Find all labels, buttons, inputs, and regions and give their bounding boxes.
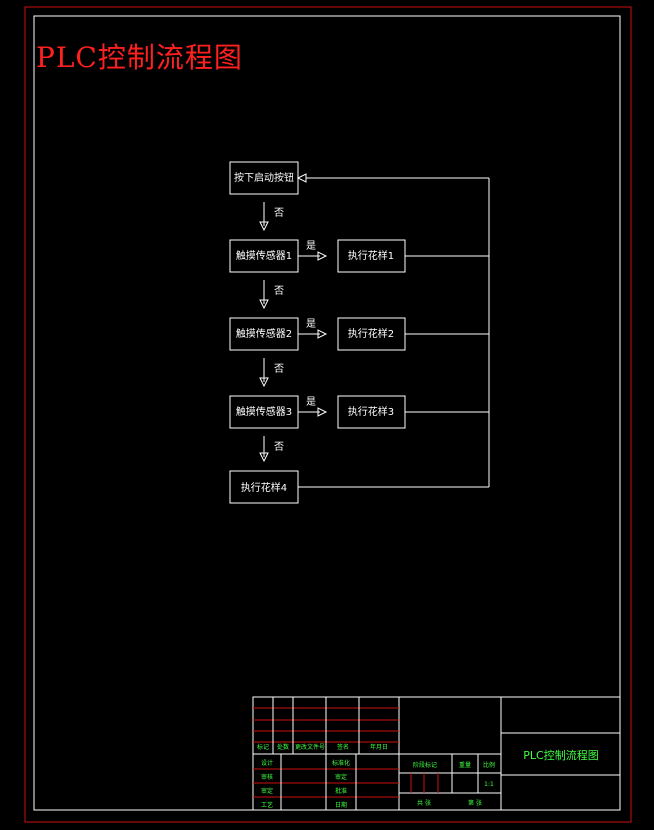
tb-label-date: 日期 bbox=[335, 801, 347, 809]
arrowhead bbox=[259, 452, 269, 463]
tb-label-ratify: 批准 bbox=[335, 787, 347, 795]
node-exec3-label: 执行花样3 bbox=[348, 405, 394, 418]
edge-label-yes: 是 bbox=[306, 318, 316, 330]
inner-border bbox=[33, 15, 621, 811]
tb-header-signature: 签名 bbox=[337, 743, 349, 751]
tb-label-review: 审核 bbox=[261, 773, 273, 781]
arrowhead bbox=[296, 173, 307, 183]
node-detect1-label: 触摸传感器1 bbox=[236, 249, 292, 262]
tb-stage-label: 阶段标记 bbox=[413, 761, 437, 769]
outer-border bbox=[24, 6, 632, 823]
tb-label-standard: 标准化 bbox=[332, 759, 350, 767]
arrowhead bbox=[259, 377, 269, 388]
node-exec4-label: 执行花样4 bbox=[241, 481, 287, 494]
arrowhead bbox=[259, 299, 269, 310]
title-block bbox=[252, 696, 621, 811]
edge-label-no: 否 bbox=[274, 363, 284, 375]
tb-label-audit: 审定 bbox=[335, 773, 347, 781]
tb-weight-label: 重量 bbox=[459, 761, 471, 769]
tb-scale-label: 比例 bbox=[483, 761, 495, 769]
node-exec2-label: 执行花样2 bbox=[348, 327, 394, 340]
edge-label-no: 否 bbox=[274, 441, 284, 453]
arrowhead bbox=[317, 329, 328, 339]
tb-header-date: 年月日 bbox=[370, 743, 388, 751]
node-start-label: 按下启动按钮 bbox=[234, 171, 294, 184]
node-detect3-label: 触摸传感器3 bbox=[236, 405, 292, 418]
edge-label-no: 否 bbox=[274, 285, 284, 297]
tb-sheet-total: 共 张 bbox=[417, 799, 431, 807]
tb-scale-value: 1:1 bbox=[484, 781, 494, 788]
edge-label-yes: 是 bbox=[306, 240, 316, 252]
tb-label-design: 设计 bbox=[261, 759, 273, 767]
tb-header-change-doc: 更改文件号 bbox=[295, 743, 325, 751]
edge-label-no: 否 bbox=[274, 207, 284, 219]
edge-label-yes: 是 bbox=[306, 396, 316, 408]
flowchart bbox=[229, 161, 490, 504]
tb-drawing-name: PLC控制流程图 bbox=[523, 748, 598, 762]
arrowhead bbox=[317, 407, 328, 417]
arrowhead bbox=[317, 251, 328, 261]
node-detect2-label: 触摸传感器2 bbox=[236, 327, 292, 340]
tb-label-process: 工艺 bbox=[261, 801, 273, 809]
tb-header-count: 处数 bbox=[277, 743, 289, 751]
arrowhead bbox=[259, 221, 269, 232]
tb-label-approve: 审定 bbox=[261, 787, 273, 795]
drawing-title: PLC控制流程图 bbox=[36, 41, 243, 74]
node-exec1-label: 执行花样1 bbox=[348, 249, 394, 262]
tb-header-mark: 标记 bbox=[257, 743, 269, 751]
tb-sheet-no: 第 张 bbox=[468, 799, 482, 807]
